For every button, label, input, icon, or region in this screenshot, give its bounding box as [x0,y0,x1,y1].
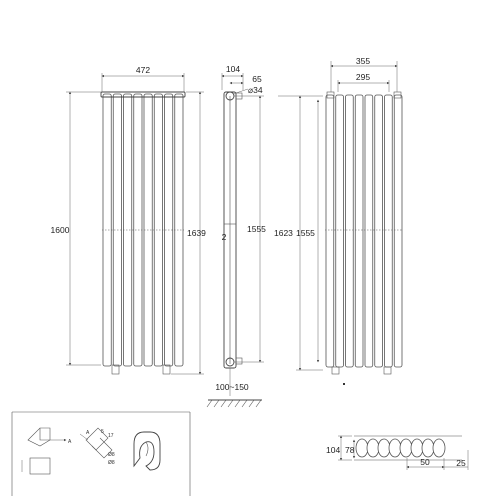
side-pipe-label: ⌀34 [248,85,263,95]
side-pipe-leader [232,88,249,95]
front-bracket-left [111,364,120,375]
front-height-label: 1600 [51,225,70,235]
side-floor-gap-label: 100~150 [215,382,249,392]
top-tube-section [355,438,446,458]
floor-hatch [206,399,262,408]
bracket-detail-1-icon [21,427,67,475]
detail-label-17: 17 [108,433,114,439]
detail-label-a2: A [86,430,90,436]
back-bracket-top-left [326,91,335,99]
top-tube-oval [432,438,446,458]
back-outer-width-label: 355 [356,56,370,66]
back-tube [393,94,403,368]
front-overall-label: 1639 [187,228,206,238]
top-depth-label: 104 [326,445,340,455]
detail-box: A A 5 17 Ø8 Ø8 [11,411,191,496]
top-tube-oval [355,438,369,458]
top-pitch-label: 50 [420,457,430,467]
back-tube [345,94,354,368]
front-bracket-right [162,364,171,375]
back-tube [354,94,364,368]
front-width-label: 472 [136,65,150,75]
back-view: 355 295 1623 1555 [274,56,403,385]
front-tube [123,93,133,367]
hook-3d-icon [133,431,161,471]
back-tube [325,94,335,368]
top-view: 104 78 50 25 [326,435,469,470]
top-tube-oval [399,438,413,458]
front-tube [133,93,143,367]
top-inner-depth-label: 78 [345,445,355,455]
back-tube [384,94,393,368]
detail-label-5: 5 [101,429,104,435]
detail-label-d8-b: Ø8 [108,460,115,466]
back-bracket-bottom-right [383,366,392,375]
back-small-mark [343,383,345,385]
side-view: 104 65 ⌀34 1555 2 100~150 [206,64,266,408]
detail-label-a1: A [68,439,72,445]
front-top-header [100,91,186,98]
back-height-left-label: 1623 [274,228,293,238]
side-wall-bracket-bottom [235,357,243,365]
front-tube [174,93,184,367]
back-tube [374,94,383,368]
top-tube-oval [388,438,402,458]
front-tube [102,93,112,367]
top-tube-oval [421,438,435,458]
top-tube-oval [410,438,424,458]
back-inner-width-label: 295 [356,72,370,82]
side-center-label: 1555 [247,224,266,234]
side-offset-label: 65 [252,74,262,84]
front-tube [153,93,163,367]
back-radiator-tubes [325,94,403,368]
back-tube [335,94,344,368]
back-tube [364,94,374,368]
back-bracket-top-right [393,91,402,99]
bracket-detail-2-icon [79,427,113,459]
back-height-right-label: 1555 [296,228,315,238]
back-bracket-bottom-left [331,366,340,375]
top-end-label: 25 [456,458,466,468]
front-view: 472 1600 1639 [51,65,206,375]
detail-label-d8-a: Ø8 [108,452,115,458]
side-gap-label: 2 [222,232,227,242]
top-tube-oval [377,438,391,458]
side-depth-label: 104 [226,64,240,74]
top-tube-oval [366,438,380,458]
